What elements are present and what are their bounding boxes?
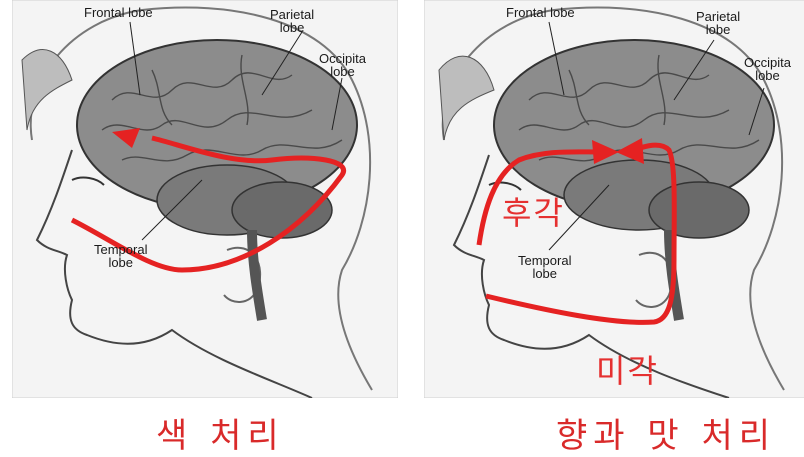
color-processing-caption: 색 처리 [156, 408, 285, 457]
frontal-lobe-label-2: Frontal lobe [506, 6, 575, 19]
temporal-lobe-label: Temporal lobe [94, 243, 147, 269]
color-processing-panel: Frontal lobe Parietal lobe Occipita lobe… [12, 0, 398, 398]
taste-label: 미각 [596, 346, 659, 392]
smell-label: 후각 [502, 188, 565, 234]
occipital-lobe-label-2: Occipita lobe [744, 56, 791, 82]
cerebellum-2 [649, 182, 749, 238]
smell-taste-processing-caption: 향과 맛 처리 [556, 408, 776, 457]
temporal-lobe-label-2: Temporal lobe [518, 254, 571, 280]
occipital-lobe-label: Occipita lobe [319, 52, 366, 78]
frontal-lobe-label: Frontal lobe [84, 6, 153, 19]
parietal-lobe-label-2: Parietal lobe [696, 10, 740, 36]
cerebellum [232, 182, 332, 238]
smell-taste-processing-panel: Frontal lobe Parietal lobe Occipita lobe… [424, 0, 804, 398]
parietal-lobe-label: Parietal lobe [270, 8, 314, 34]
